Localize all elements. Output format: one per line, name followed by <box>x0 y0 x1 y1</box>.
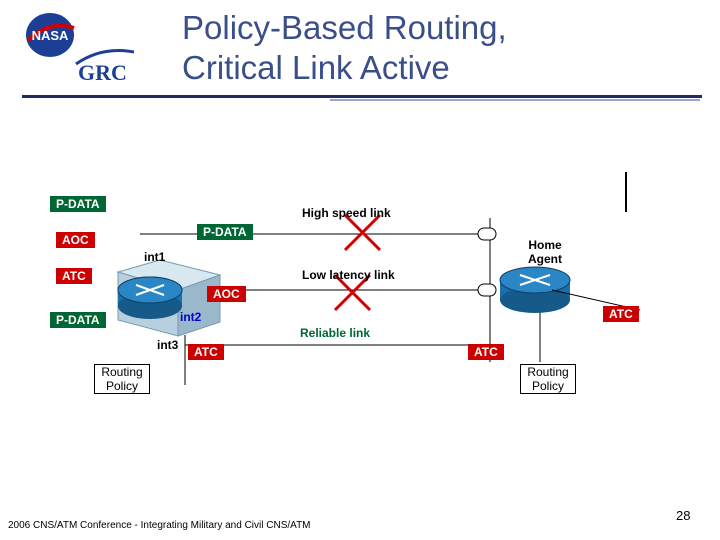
label-low-latency-link: Low latency link <box>302 268 395 282</box>
title-line-2: Critical Link Active <box>182 49 450 86</box>
tag-atc-right: ATC <box>603 306 639 322</box>
tag-atc-left: ATC <box>56 268 92 284</box>
label-int1: int1 <box>144 250 166 264</box>
nasa-logo: NASA <box>26 13 75 57</box>
tag-aoc-mid: AOC <box>207 286 246 302</box>
grc-logo-text: GRC <box>78 60 127 85</box>
title-line-1: Policy-Based Routing, <box>182 9 507 46</box>
nasa-logo-text: NASA <box>32 28 69 43</box>
header-divider-accent <box>330 99 700 101</box>
antenna-connector <box>477 227 497 241</box>
footer-conference: 2006 CNS/ATM Conference - Integrating Mi… <box>8 520 311 531</box>
label-int2: int2 <box>180 310 202 324</box>
label-home-agent: Home Agent <box>528 238 562 266</box>
label-int3: int3 <box>157 338 179 352</box>
routing-policy-box-right: Routing Policy <box>520 364 576 394</box>
tag-atc-mid: ATC <box>188 344 224 360</box>
failed-link-x-mark <box>333 273 372 312</box>
page-title: Policy-Based Routing, Critical Link Acti… <box>182 8 602 88</box>
header-divider <box>22 95 702 98</box>
tag-pdata-top: P-DATA <box>50 196 106 212</box>
label-high-speed-link: High speed link <box>302 206 391 220</box>
mobile-router-icon <box>116 259 222 337</box>
page-number: 28 <box>676 508 691 523</box>
home-agent-router-icon <box>499 266 571 313</box>
grc-logo: GRC <box>75 49 135 85</box>
antenna-connector <box>477 283 497 297</box>
tag-pdata-mid: P-DATA <box>197 224 253 240</box>
failed-link-x-mark <box>343 213 382 252</box>
tag-pdata-left-bottom: P-DATA <box>50 312 106 328</box>
label-reliable-link: Reliable link <box>300 326 371 340</box>
routing-policy-box-left: Routing Policy <box>94 364 150 394</box>
tag-aoc-left: AOC <box>56 232 95 248</box>
tag-atc-right-2: ATC <box>468 344 504 360</box>
